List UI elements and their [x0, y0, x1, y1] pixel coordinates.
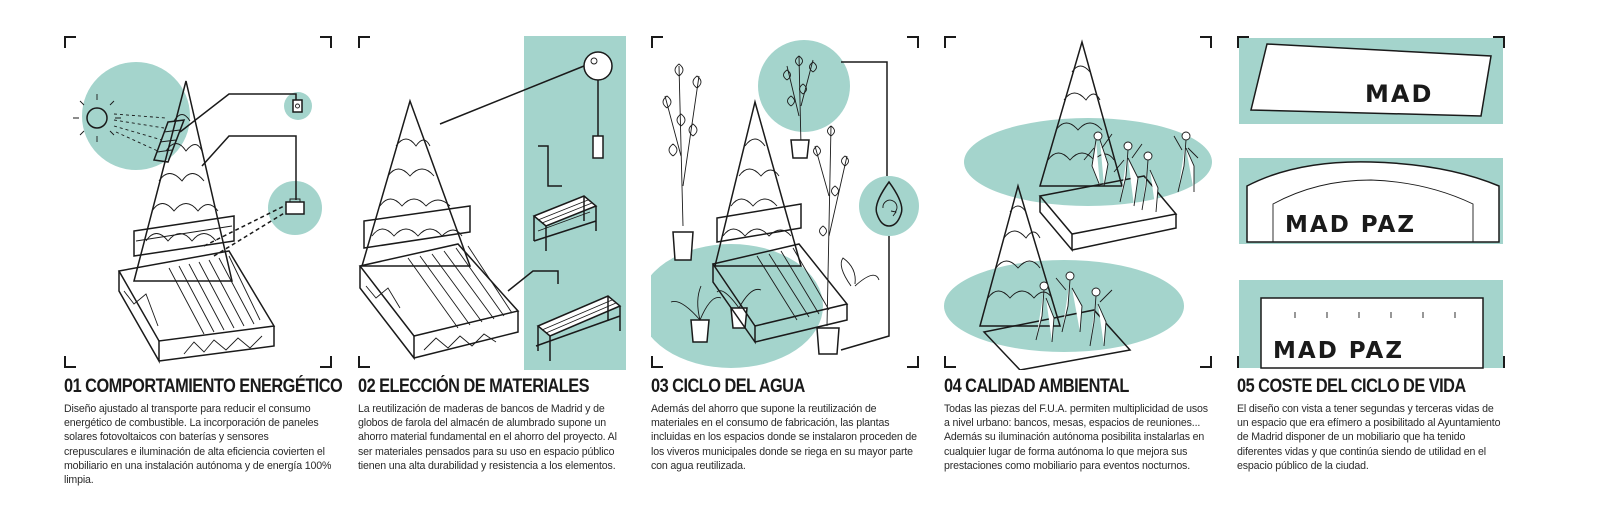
- lower-plaza-ellipse: [944, 260, 1184, 352]
- water-diagram: [651, 36, 919, 368]
- sensor-icon: [292, 99, 303, 113]
- panel-water: 03 CICLO DEL AGUA Además del ahorro que …: [651, 36, 921, 514]
- sign-mad: MAD: [1365, 80, 1433, 108]
- panel-title: 03 CICLO DEL AGUA: [651, 376, 805, 397]
- water-drop-circle: [859, 176, 919, 236]
- plant-icon: [783, 55, 817, 159]
- lifecycle-illustration: MAD MAD PAZ MAD PAZ: [1237, 36, 1507, 370]
- pavilion-icon: [358, 98, 520, 361]
- materials-caption: 02 ELECCIÓN DE MATERIALES La reutilizaci…: [358, 376, 630, 473]
- sun-circle: [82, 62, 190, 170]
- panel-title: 04 CALIDAD AMBIENTAL: [944, 376, 1129, 397]
- panel-description: Además del ahorro que supone la reutiliz…: [651, 403, 917, 472]
- frame-corners: [944, 36, 1212, 368]
- panel-title: 01 COMPORTAMIENTO ENERGÉTICO: [64, 376, 343, 397]
- plant-icon: [813, 125, 849, 355]
- recycled-water-drop-icon: [875, 180, 903, 227]
- panel-title: 02 ELECCIÓN DE MATERIALES: [358, 376, 590, 397]
- pavilion-icon: [979, 183, 1132, 370]
- energy-caption: 01 COMPORTAMIENTO ENERGÉTICO Diseño ajus…: [64, 376, 343, 487]
- environment-illustration: [944, 36, 1214, 370]
- panel-description: La reutilización de maderas de bancos de…: [358, 403, 617, 472]
- pavilion-icon: [117, 80, 276, 364]
- frame-corners: [64, 36, 332, 368]
- panel-description: El diseño con vista a tener segundas y t…: [1237, 403, 1501, 472]
- energy-diagram: [64, 36, 332, 368]
- lifecycle-caption: 05 COSTE DEL CICLO DE VIDA El diseño con…: [1237, 376, 1509, 473]
- materials-illustration: [358, 36, 628, 370]
- environment-diagram: [944, 36, 1212, 370]
- lifecycle-diagram: MAD MAD PAZ MAD PAZ: [1237, 36, 1505, 369]
- people-silhouette-icon: [1083, 131, 1199, 213]
- panel-materials: 02 ELECCIÓN DE MATERIALES La reutilizaci…: [358, 36, 628, 514]
- solar-panel-icon: [152, 119, 186, 163]
- panel-lifecycle: MAD MAD PAZ MAD PAZ 05 COSTE DEL CICLO D…: [1237, 36, 1507, 514]
- energy-illustration: [64, 36, 334, 370]
- third-life-facade: [1260, 297, 1484, 369]
- people-silhouette-icon: [1035, 271, 1113, 347]
- plant-circle: [758, 40, 850, 132]
- environment-caption: 04 CALIDAD AMBIENTAL Todas las piezas de…: [944, 376, 1216, 473]
- materials-diagram: [358, 36, 626, 370]
- sign-mad-paz-facade: MAD PAZ: [1273, 338, 1404, 364]
- sun-icon: [73, 94, 121, 142]
- panel-energy: 01 COMPORTAMIENTO ENERGÉTICO Diseño ajus…: [64, 36, 343, 514]
- pavilion-icon: [1038, 39, 1178, 253]
- first-life-sign-board: [1250, 43, 1492, 117]
- sign-mad-paz: MAD PAZ: [1285, 212, 1416, 238]
- pavilion-icon: [711, 99, 849, 345]
- upper-plaza-ellipse: [964, 118, 1212, 206]
- frame-corners: [358, 36, 370, 368]
- panel-environment: 04 CALIDAD AMBIENTAL Todas las piezas de…: [944, 36, 1214, 514]
- panel-title: 05 COSTE DEL CICLO DE VIDA: [1237, 376, 1466, 397]
- plant-icon: [662, 63, 702, 261]
- battery-icon: [285, 198, 305, 215]
- water-caption: 03 CICLO DEL AGUA Además del ahorro que …: [651, 376, 923, 473]
- bench-icon: [532, 195, 598, 251]
- second-life-arch: [1246, 161, 1500, 243]
- frame-corners: [651, 36, 919, 368]
- panel-description: Diseño ajustado al transporte para reduc…: [64, 403, 332, 487]
- water-illustration: [651, 36, 921, 370]
- bench-icon: [535, 295, 622, 361]
- panel-description: Todas las piezas del F.U.A. permiten mul…: [944, 403, 1208, 472]
